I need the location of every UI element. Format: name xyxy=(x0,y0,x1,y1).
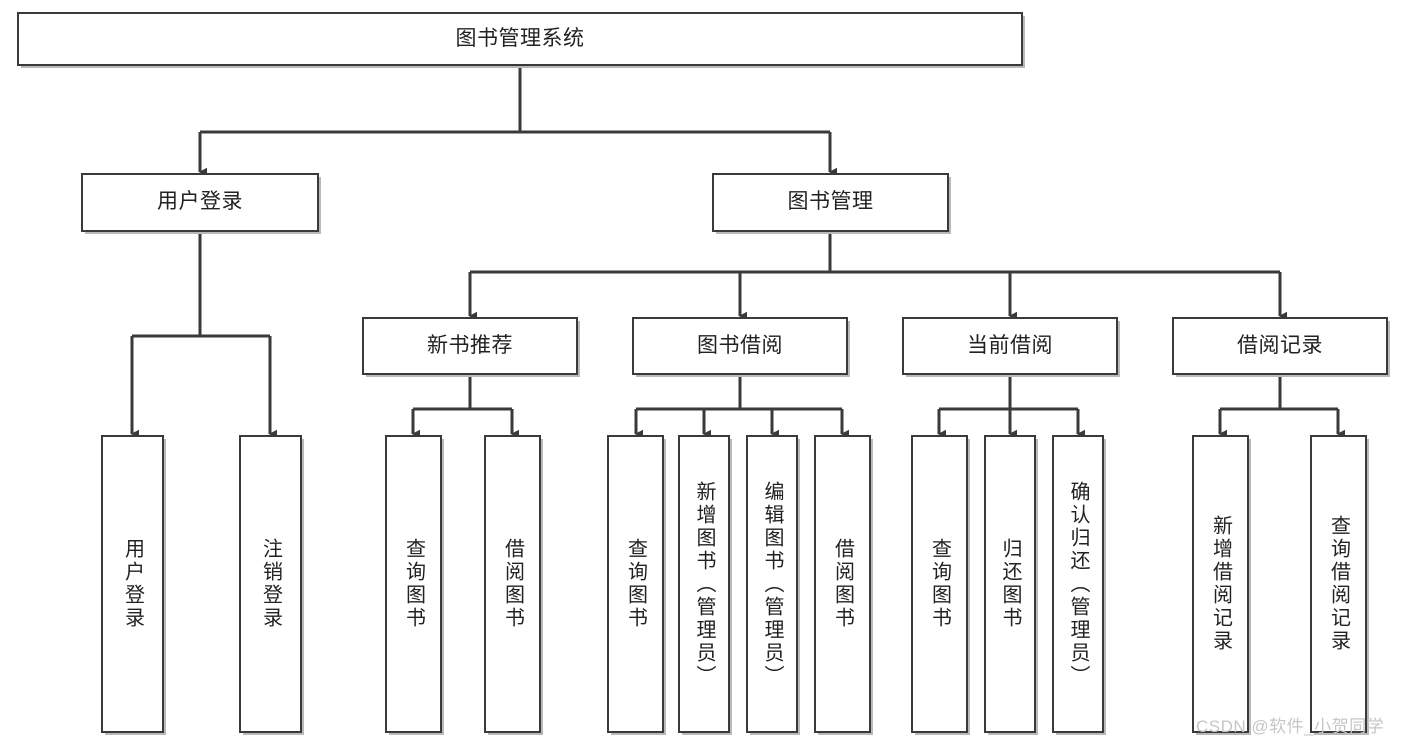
node-leaf-query-record[interactable]: 查询借阅记录 xyxy=(1310,435,1367,733)
node-root[interactable]: 图书管理系统 xyxy=(17,12,1023,66)
node-label-leaf-query-book-borrow: 查询图书 xyxy=(624,538,647,630)
node-new-book-recommend[interactable]: 新书推荐 xyxy=(362,317,578,375)
node-label-root: 图书管理系统 xyxy=(455,26,585,50)
node-label-user-login: 用户登录 xyxy=(157,190,243,214)
node-leaf-query-book-rec[interactable]: 查询图书 xyxy=(385,435,442,733)
node-book-borrow[interactable]: 图书借阅 xyxy=(632,317,848,375)
node-label-new-book-recommend: 新书推荐 xyxy=(427,333,513,357)
node-label-leaf-query-book-rec: 查询图书 xyxy=(402,538,425,630)
node-leaf-borrow-book-rec[interactable]: 借阅图书 xyxy=(484,435,541,733)
node-label-book-manage: 图书管理 xyxy=(787,190,874,214)
node-leaf-logout[interactable]: 注销登录 xyxy=(239,435,302,733)
node-leaf-confirm-return[interactable]: 确认归还（管理员） xyxy=(1052,435,1104,733)
node-leaf-add-record[interactable]: 新增借阅记录 xyxy=(1192,435,1249,733)
node-book-manage[interactable]: 图书管理 xyxy=(712,173,949,232)
node-label-leaf-borrow-book: 借阅图书 xyxy=(831,538,854,630)
node-label-book-borrow: 图书借阅 xyxy=(697,333,783,357)
node-leaf-add-book[interactable]: 新增图书（管理员） xyxy=(678,435,730,733)
node-leaf-query-book-borrow[interactable]: 查询图书 xyxy=(607,435,664,733)
node-leaf-return-book[interactable]: 归还图书 xyxy=(984,435,1036,733)
node-label-leaf-return-book: 归还图书 xyxy=(999,538,1021,630)
node-user-login[interactable]: 用户登录 xyxy=(81,173,319,232)
node-label-borrow-records: 借阅记录 xyxy=(1237,333,1323,357)
node-current-borrow[interactable]: 当前借阅 xyxy=(902,317,1118,375)
node-label-leaf-query-book-cur: 查询图书 xyxy=(928,538,951,630)
node-label-leaf-user-login: 用户登录 xyxy=(121,538,144,630)
node-leaf-user-login[interactable]: 用户登录 xyxy=(101,435,164,733)
node-label-current-borrow: 当前借阅 xyxy=(967,333,1053,357)
node-label-leaf-edit-book: 编辑图书（管理员） xyxy=(761,480,783,688)
node-label-leaf-add-record: 新增借阅记录 xyxy=(1209,515,1232,653)
node-label-leaf-confirm-return: 确认归还（管理员） xyxy=(1067,480,1089,688)
node-label-leaf-logout: 注销登录 xyxy=(259,538,282,630)
node-leaf-edit-book[interactable]: 编辑图书（管理员） xyxy=(746,435,798,733)
node-borrow-records[interactable]: 借阅记录 xyxy=(1172,317,1388,375)
node-leaf-borrow-book[interactable]: 借阅图书 xyxy=(814,435,871,733)
node-leaf-query-book-cur[interactable]: 查询图书 xyxy=(911,435,968,733)
node-label-leaf-add-book: 新增图书（管理员） xyxy=(693,480,715,688)
node-label-leaf-query-record: 查询借阅记录 xyxy=(1327,515,1350,653)
node-label-leaf-borrow-book-rec: 借阅图书 xyxy=(501,538,524,630)
